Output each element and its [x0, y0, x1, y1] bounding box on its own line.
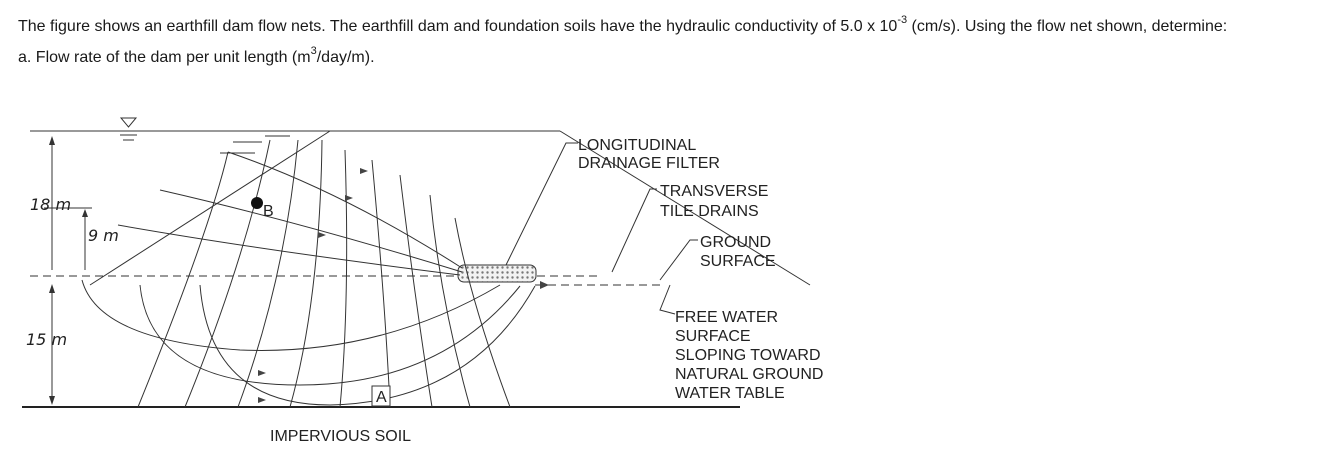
label-free-water-5: WATER TABLE — [675, 385, 785, 402]
dam-downstream-face — [559, 130, 811, 286]
dam-upstream-face — [89, 130, 331, 286]
flow-arrow — [540, 281, 549, 289]
dim-9-arrow-top — [82, 209, 88, 217]
point-a-label: A — [376, 389, 387, 406]
exponent-units: 3 — [310, 44, 317, 57]
equipotential-line — [454, 217, 511, 408]
dim-18-label: 18 m — [30, 195, 71, 214]
flow-arrow — [318, 232, 326, 238]
label-longitudinal-1: LONGITUDINAL — [578, 137, 696, 154]
flow-arrow — [258, 397, 266, 403]
equipotential-line — [289, 139, 323, 408]
point-b-label: B — [263, 203, 274, 220]
question-text-b: (cm/s). Using the flow net shown, determ… — [907, 18, 1228, 35]
question-text-c: a. Flow rate of the dam per unit length … — [18, 49, 311, 66]
equipotential-line — [429, 194, 471, 408]
flow-lines — [81, 151, 536, 406]
label-longitudinal-2: DRAINAGE FILTER — [578, 155, 720, 172]
flow-line — [81, 279, 501, 351]
leader-free-water — [659, 284, 676, 315]
equipotential-line — [237, 139, 299, 408]
flow-arrow — [345, 195, 353, 201]
flow-line — [159, 189, 463, 273]
flow-arrow — [258, 370, 266, 376]
equipotential-line — [399, 174, 433, 408]
equipotential-line — [184, 139, 271, 408]
label-free-water-4: NATURAL GROUND — [675, 366, 823, 383]
label-free-water-3: SLOPING TOWARD — [675, 347, 821, 364]
flow-line — [139, 284, 521, 386]
drainage-filter — [457, 264, 537, 283]
label-transverse-2: TILE DRAINS — [660, 203, 759, 220]
dim-9-label: 9 m — [88, 226, 119, 245]
equipotential-line — [371, 159, 391, 408]
dim-18-arrow-top — [49, 136, 55, 145]
flow-line — [199, 284, 536, 406]
dim-15-label: 15 m — [26, 330, 67, 349]
point-b-marker — [251, 197, 263, 209]
flow-arrows — [258, 168, 549, 403]
point-a-box — [371, 385, 391, 407]
dim-15-arrow-top — [49, 284, 55, 293]
flow-line — [227, 151, 463, 269]
flow-line — [117, 224, 461, 276]
label-ground-2: SURFACE — [700, 253, 776, 270]
leader-ground — [659, 239, 698, 281]
question-line-2: a. Flow rate of the dam per unit length … — [18, 44, 375, 68]
question-line-1: The figure shows an earthfill dam flow n… — [18, 13, 1228, 37]
label-free-water-1: FREE WATER — [675, 309, 778, 326]
leader-longitudinal — [505, 142, 578, 266]
water-level-symbol — [119, 117, 138, 128]
question-text-a: The figure shows an earthfill dam flow n… — [18, 18, 898, 35]
exponent-k: -3 — [897, 13, 908, 26]
label-free-water-2: SURFACE — [675, 328, 751, 345]
dim-15-arrow-bottom — [49, 396, 55, 405]
label-impervious-soil: IMPERVIOUS SOIL — [270, 428, 411, 445]
equipotential-line — [137, 151, 229, 408]
equipotential-lines — [137, 139, 511, 408]
question-text-d: /day/m). — [316, 49, 375, 66]
flow-arrow — [360, 168, 368, 174]
leader-transverse — [611, 188, 657, 273]
label-transverse-1: TRANSVERSE — [660, 183, 768, 200]
equipotential-line — [339, 149, 348, 408]
label-ground-1: GROUND — [700, 234, 771, 251]
